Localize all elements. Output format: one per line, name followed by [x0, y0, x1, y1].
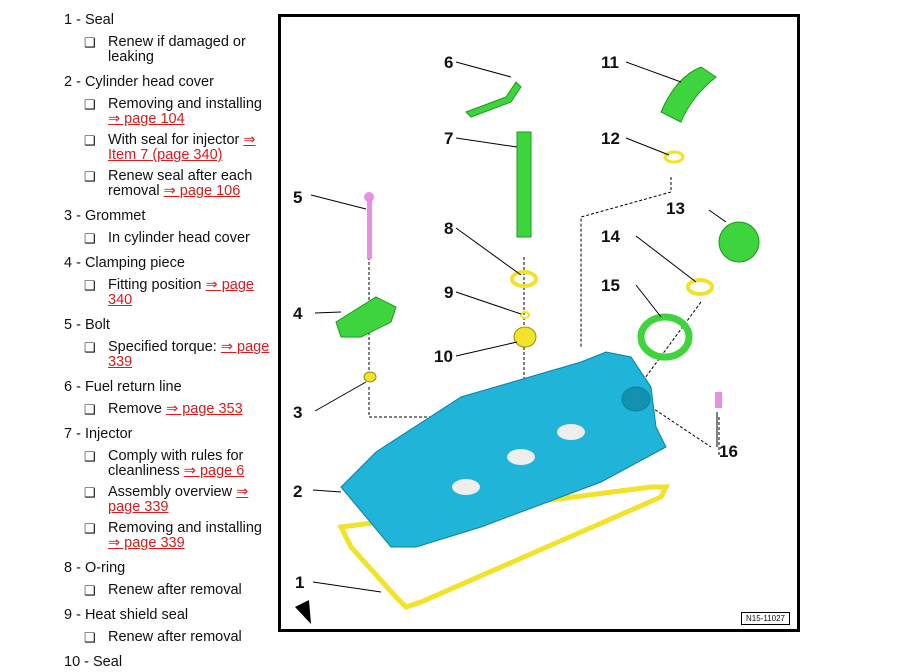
item-title: 10 - Seal: [64, 654, 123, 670]
fuel-return-line: [465, 81, 522, 118]
sub-item: ❑ Renew after removal: [64, 629, 274, 646]
checkbox-icon: ❑: [84, 278, 96, 293]
sub-item-text: Removing and installing: [108, 520, 262, 536]
sub-item-text: Specified torque:: [108, 339, 217, 355]
item-title: 9 - Heat shield seal: [64, 607, 189, 623]
sub-item: ❑ Fitting position ⇒ page 340: [64, 278, 274, 308]
callout-label: 5: [293, 188, 302, 207]
callout-label: 14: [601, 227, 620, 246]
sub-item-text: In cylinder head cover: [108, 230, 250, 246]
item-title: 1 - Seal: [64, 12, 114, 28]
sub-item-text: With seal for injector: [108, 132, 240, 148]
callout-label: 7: [444, 129, 453, 148]
sub-item: ❑ Removing and installing ⇒ page 339: [64, 521, 274, 551]
bolt: [367, 197, 372, 259]
checkbox-icon: ❑: [84, 35, 96, 50]
sub-item: ❑ Assembly overview ⇒ page 339: [64, 485, 274, 515]
sub-item: ❑ With seal for injector ⇒ Item 7 (page 3…: [64, 133, 274, 163]
page-link[interactable]: ⇒ page 339: [108, 484, 249, 515]
cap: [718, 221, 760, 263]
sub-item-text: Removing and installing: [108, 96, 262, 112]
callout-label: 8: [444, 219, 453, 238]
sub-item-text: Fitting position: [108, 277, 202, 293]
page-link[interactable]: ⇒ page 353: [166, 401, 243, 417]
sub-item: ❑ Removing and installing ⇒ page 104: [64, 97, 274, 127]
callout-label: 13: [666, 199, 685, 218]
page-link[interactable]: ⇒ page 339: [108, 535, 185, 551]
sub-item: ❑ Remove ⇒ page 353: [64, 401, 274, 418]
callout-label: 2: [293, 482, 302, 501]
checkbox-icon: ❑: [84, 449, 96, 464]
item-title: 5 - Bolt: [64, 317, 110, 333]
checkbox-icon: ❑: [84, 133, 96, 148]
callout-label: 6: [444, 53, 453, 72]
sub-item-text: Assembly overview: [108, 484, 233, 500]
checkbox-icon: ❑: [84, 485, 96, 500]
sub-item-text: Renew after removal: [108, 629, 242, 645]
callout-label: 9: [444, 283, 453, 302]
sub-item-text: Renew seal after each removal: [108, 168, 253, 199]
checkbox-icon: ❑: [84, 521, 96, 536]
figure-code: N15-11027: [741, 612, 790, 625]
sub-item-text: Remove: [108, 401, 162, 417]
callout-label: 10: [434, 347, 453, 366]
list-item: 6 - Fuel return line ❑ Remove ⇒ page 353: [64, 379, 274, 417]
north-arrow-icon: [295, 600, 311, 624]
list-item: 4 - Clamping piece ❑ Fitting position ⇒ pa…: [64, 255, 274, 308]
sub-item-text: Renew if damaged or leaking: [108, 34, 246, 65]
item-title: 4 - Clamping piece: [64, 255, 185, 271]
callout-label: 16: [719, 442, 738, 461]
list-item: 9 - Heat shield seal ❑ Renew after removal: [64, 607, 274, 645]
callout-label: 11: [601, 53, 619, 72]
parts-list: 1 - Seal ❑ Renew if damaged or leaking 2 -…: [64, 12, 274, 671]
page-link[interactable]: ⇒ Item 7 (page 340): [108, 132, 256, 163]
item-title: 6 - Fuel return line: [64, 379, 182, 395]
callout-label: 4: [293, 304, 303, 323]
cylinder-head-cover: [340, 351, 667, 548]
list-item: 1 - Seal ❑ Renew if damaged or leaking: [64, 12, 274, 65]
checkbox-icon: ❑: [84, 97, 96, 112]
sub-item: ❑ Renew seal after each removal ⇒ page 10…: [64, 169, 274, 199]
sub-item: ❑ Renew after removal: [64, 582, 274, 599]
checkbox-icon: ❑: [84, 340, 96, 355]
callout-label: 1: [295, 573, 304, 592]
page-link[interactable]: ⇒ page 339: [108, 339, 270, 370]
checkbox-icon: ❑: [84, 402, 96, 417]
page-link[interactable]: ⇒ page 104: [108, 111, 185, 127]
sub-item: ❑ Specified torque: ⇒ page 339: [64, 340, 274, 370]
list-item: 2 - Cylinder head cover ❑ Removing and ins…: [64, 74, 274, 199]
injector: [516, 131, 532, 238]
list-item: 5 - Bolt ❑ Specified torque: ⇒ page 339: [64, 317, 274, 370]
page-link[interactable]: ⇒ page 340: [108, 277, 254, 308]
sub-item-text: Renew after removal: [108, 582, 242, 598]
sub-item: ❑ Renew if damaged or leaking: [64, 35, 274, 65]
callout-label: 12: [601, 129, 620, 148]
sub-item: ❑ In cylinder head cover: [64, 230, 274, 247]
callout-label: 3: [293, 403, 302, 422]
clamping-piece: [335, 296, 397, 338]
list-item: 8 - O-ring ❑ Renew after removal: [64, 560, 274, 598]
list-item: 7 - Injector ❑ Comply with rules for clean…: [64, 426, 274, 551]
callout-label: 15: [601, 276, 620, 295]
checkbox-icon: ❑: [84, 583, 96, 598]
checkbox-icon: ❑: [84, 231, 96, 246]
seal-gasket: [337, 484, 671, 610]
sub-item: ❑ Comply with rules for cleanliness ⇒ pag…: [64, 449, 274, 479]
item-title: 7 - Injector: [64, 426, 133, 442]
item-title: 8 - O-ring: [64, 560, 126, 576]
page-link[interactable]: ⇒ page 6: [183, 463, 245, 479]
list-item: 3 - Grommet ❑ In cylinder head cover: [64, 208, 274, 246]
item-title: 3 - Grommet: [64, 208, 146, 224]
page-link[interactable]: ⇒ page 106: [163, 183, 241, 199]
checkbox-icon: ❑: [84, 169, 96, 184]
checkbox-icon: ❑: [84, 630, 96, 645]
list-item: 10 - Seal: [64, 654, 274, 671]
sub-item-text: Comply with rules for cleanliness: [108, 448, 244, 479]
item-title: 2 - Cylinder head cover: [64, 74, 214, 90]
hose: [660, 66, 717, 123]
